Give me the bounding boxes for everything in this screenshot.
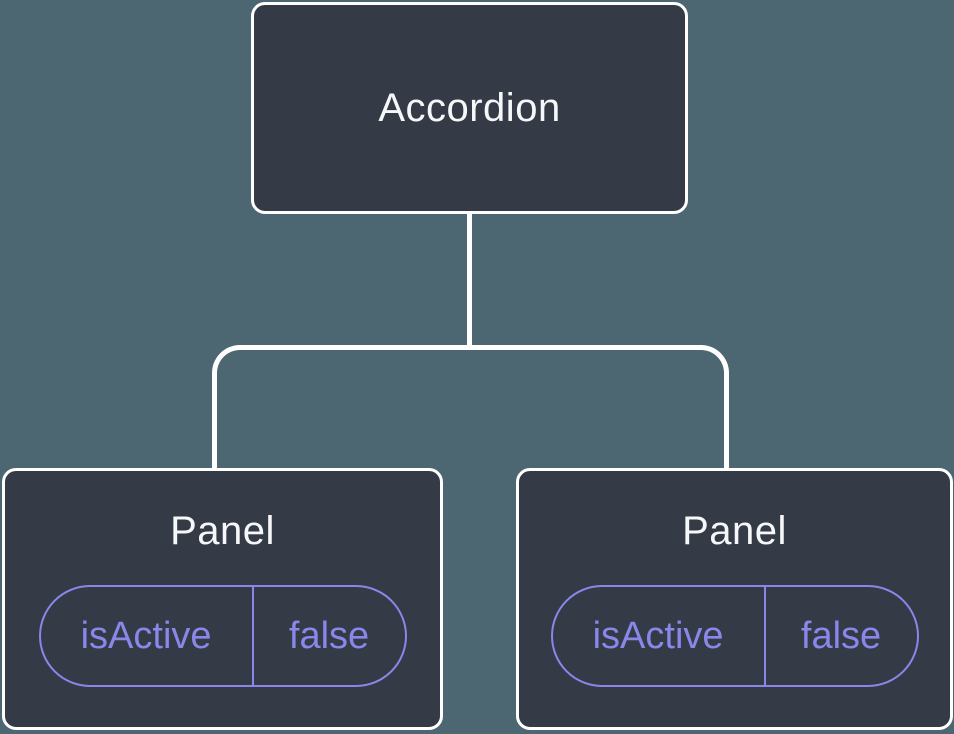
panel-node-right: Panel isActive false: [516, 468, 953, 730]
tree-connector-branch: [212, 345, 729, 471]
state-pill: isActive false: [38, 585, 407, 687]
state-value: false: [288, 614, 370, 657]
accordion-label: Accordion: [378, 86, 561, 130]
tree-connector-stem: [467, 212, 472, 348]
accordion-node: Accordion: [251, 2, 688, 214]
state-value: false: [800, 614, 882, 657]
panel-node-left: Panel isActive false: [2, 468, 443, 730]
panel-label: Panel: [170, 509, 275, 553]
state-name: isActive: [41, 587, 254, 685]
state-pill: isActive false: [550, 585, 919, 687]
state-name: isActive: [553, 587, 766, 685]
panel-label: Panel: [682, 509, 787, 553]
